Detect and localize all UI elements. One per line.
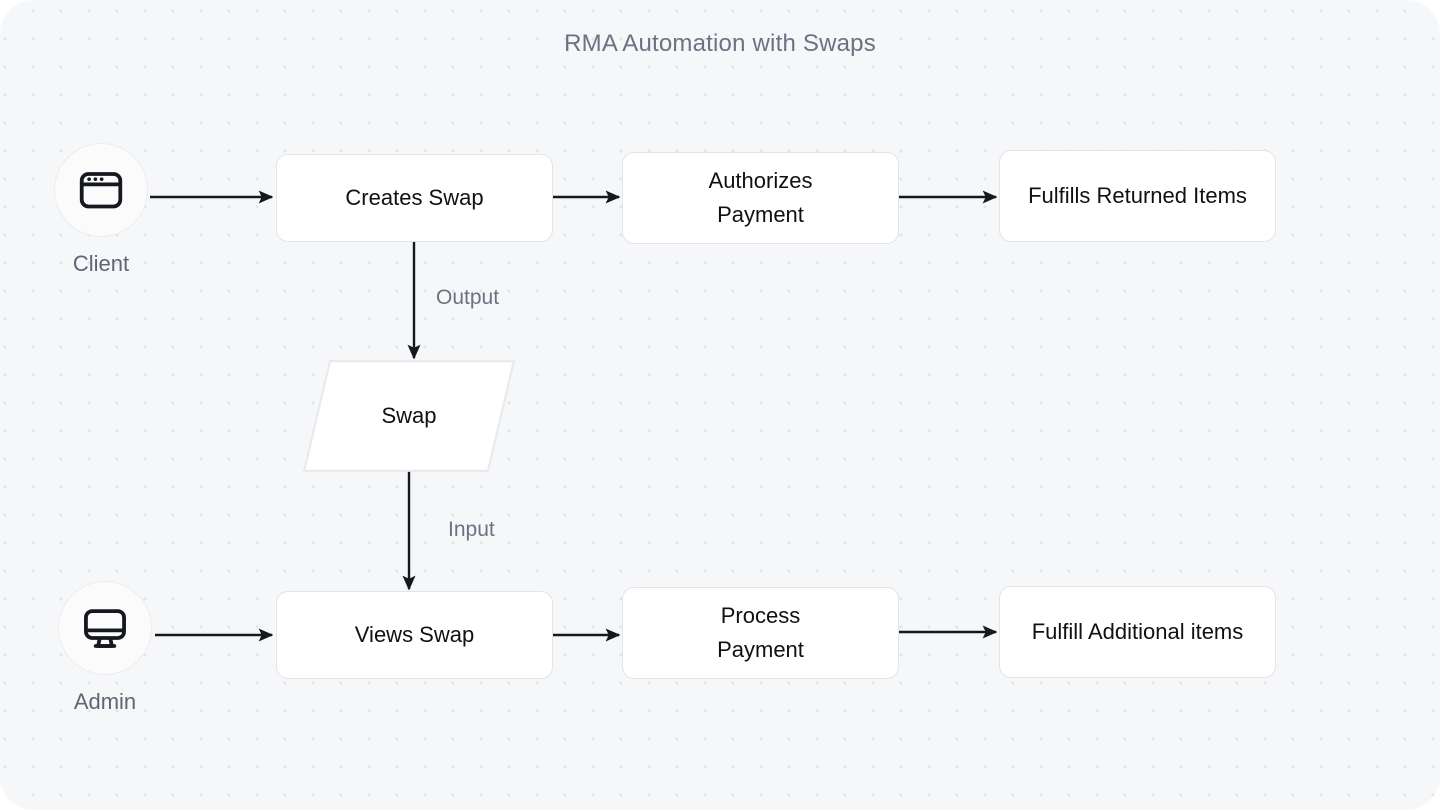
actor-client-label: Client [72,251,130,276]
actor-admin-label: Admin [73,689,137,714]
parallelogram-shape [303,360,515,472]
node-fulfills-returned-items[interactable]: Fulfills Returned Items [999,150,1276,242]
node-authorizes-payment[interactable]: Authorizes Payment [622,152,899,244]
avatar-client [54,143,148,237]
avatar-admin [58,581,152,675]
node-creates-swap[interactable]: Creates Swap [276,154,553,242]
browser-window-icon [79,172,123,209]
node-views-swap[interactable]: Views Swap [276,591,553,679]
actor-admin[interactable]: Admin [58,581,152,714]
actor-client[interactable]: Client [54,143,148,276]
node-fulfill-additional-items[interactable]: Fulfill Additional items [999,586,1276,678]
edge-label-input: Input [448,518,495,541]
edge-label-output: Output [436,286,500,309]
node-swap-label: Swap [381,403,437,428]
desktop-monitor-icon [84,609,126,648]
node-swap[interactable]: Swap [303,360,515,472]
node-process-payment[interactable]: Process Payment [622,587,899,679]
page-title: RMA Automation with Swaps [564,30,876,57]
